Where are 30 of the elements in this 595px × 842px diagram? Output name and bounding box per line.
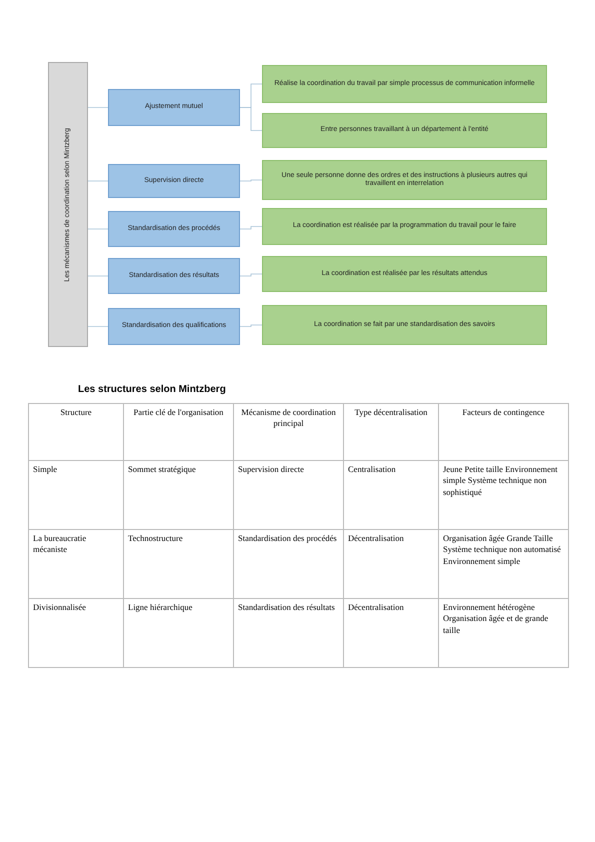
header-cell: Structure	[28, 404, 124, 460]
table-cell: Sommet stratégique	[124, 460, 234, 530]
header-cell: Type décentralisation	[344, 404, 438, 460]
connector-line	[240, 226, 262, 230]
table-cell: Supervision directe	[234, 460, 344, 530]
table-cell: Organisation âgée Grande Taille Système technique non automatisé Environnement simple	[438, 530, 568, 598]
table-cell: Technostructure	[124, 530, 234, 598]
table-cell: Jeune Petite taille Environnement simple Système technique non sophistiqué	[438, 460, 568, 530]
table-cell: Divisionnalisée	[28, 598, 124, 668]
connector-line	[88, 107, 108, 108]
table-cell: Standardisation des résultats	[234, 598, 344, 668]
table-cell: Ligne hiérarchique	[124, 598, 234, 668]
table-title: Les structures selon Mintzberg	[78, 384, 226, 395]
table-cell: Standardisation des procédés	[234, 530, 344, 598]
table-cell: Décentralisation	[344, 530, 438, 598]
header-cell: Facteurs de contingence	[438, 404, 568, 460]
connector-line	[88, 180, 108, 182]
header-cell: Mécanisme de coordination principal	[234, 404, 344, 460]
connector-line	[240, 324, 262, 327]
connector-line	[88, 326, 108, 327]
table-cell: Centralisation	[344, 460, 438, 530]
connector-line	[240, 107, 262, 131]
table-cell: La bureaucratie mécaniste	[28, 530, 124, 598]
table-cell: Décentralisation	[344, 598, 438, 668]
connector-line	[240, 180, 262, 182]
table-cell: Simple	[28, 460, 124, 530]
connector-line	[240, 274, 262, 276]
header-cell: Partie clé de l'organisation	[124, 404, 234, 460]
table-cell: Environnement hétérogène Organisation âgée et de grande taille	[438, 598, 568, 668]
connector-line	[88, 228, 108, 230]
